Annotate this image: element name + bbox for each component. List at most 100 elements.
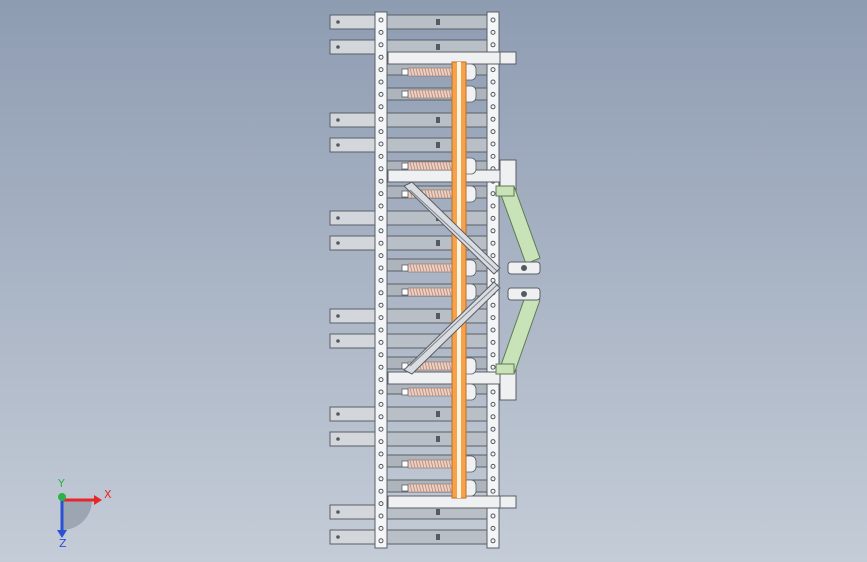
rail-hole-icon xyxy=(490,439,496,445)
spring-coil xyxy=(424,67,428,77)
rail-hole-icon xyxy=(378,203,384,209)
rail-hole-icon xyxy=(378,166,384,172)
slot-icon xyxy=(436,142,440,148)
spring-coil xyxy=(442,263,446,273)
spring-coil xyxy=(412,89,416,99)
rail-hole-icon xyxy=(490,302,496,308)
rail-hole-icon xyxy=(378,265,384,271)
bolt-hole-icon xyxy=(336,20,340,24)
rail-hole-icon xyxy=(378,29,384,35)
brace-edge xyxy=(409,189,499,273)
spring-coil xyxy=(427,263,431,273)
spring-hook-icon xyxy=(401,68,409,76)
x-axis-label: X xyxy=(104,488,112,501)
rail-hole-icon xyxy=(378,116,384,122)
rail-hole-icon xyxy=(378,525,384,531)
spring-coil xyxy=(448,67,452,77)
spring-coil xyxy=(427,459,431,469)
rail-hole-icon xyxy=(378,476,384,482)
rail-hole-icon xyxy=(378,389,384,395)
spring-coil xyxy=(433,67,437,77)
spring-coil xyxy=(433,361,437,371)
rail-hole-icon xyxy=(378,538,384,544)
spring-coil xyxy=(427,361,431,371)
spring-coil xyxy=(448,263,452,273)
spring-coil xyxy=(424,161,428,171)
rail-hole-icon xyxy=(378,42,384,48)
spring-coil xyxy=(439,161,443,171)
spring-hook-icon xyxy=(401,484,409,492)
rail-hole-icon xyxy=(490,67,496,73)
spring-coil xyxy=(439,387,443,397)
spring-coil xyxy=(409,161,413,171)
side-rail xyxy=(374,11,388,549)
spring-coil xyxy=(421,263,425,273)
rail-hole-icon xyxy=(378,240,384,246)
rail-hole-icon xyxy=(378,463,384,469)
spring-coil xyxy=(439,67,443,77)
spring-coil xyxy=(436,483,440,493)
spring-coil xyxy=(427,67,431,77)
hinge-pin-icon xyxy=(521,265,527,271)
spring-coil xyxy=(436,161,440,171)
spring-coil xyxy=(442,387,446,397)
spring-coil xyxy=(415,263,419,273)
spring-coil xyxy=(412,387,416,397)
rail-hole-icon xyxy=(490,352,496,358)
upper-green-link xyxy=(499,185,541,265)
spring-coil xyxy=(421,459,425,469)
spring-coil xyxy=(415,67,419,77)
spring-coil xyxy=(445,189,449,199)
x-arrowhead-icon xyxy=(94,495,102,505)
slot-icon xyxy=(436,313,440,319)
spring-coil xyxy=(439,459,443,469)
spring-coil xyxy=(439,483,443,493)
hinge-pin-icon xyxy=(521,291,527,297)
spring-coil xyxy=(436,263,440,273)
spring-coil xyxy=(418,263,422,273)
spring-coil xyxy=(439,361,443,371)
spring-coil xyxy=(409,89,413,99)
spring-coil xyxy=(421,287,425,297)
rail-hole-icon xyxy=(378,339,384,345)
spring-coil xyxy=(433,161,437,171)
bolt-hole-icon xyxy=(336,437,340,441)
rail-hole-icon xyxy=(490,79,496,85)
spring-coil xyxy=(439,287,443,297)
end-bracket xyxy=(499,495,517,509)
z-axis-label: Z xyxy=(59,537,67,548)
spring-coil xyxy=(412,483,416,493)
spring-coil xyxy=(409,287,413,297)
rail-hole-icon xyxy=(378,451,384,457)
spring-coil xyxy=(415,483,419,493)
spring-coil xyxy=(433,263,437,273)
spring-hook-icon xyxy=(401,190,409,198)
rail-hole-icon xyxy=(378,377,384,383)
rail-hole-icon xyxy=(378,488,384,494)
rail-hole-icon xyxy=(490,513,496,519)
spring-coil xyxy=(448,459,452,469)
rail-hole-icon xyxy=(490,327,496,333)
rail-hole-icon xyxy=(378,91,384,97)
spring-coil xyxy=(430,161,434,171)
spring-coil xyxy=(433,387,437,397)
spring-coil xyxy=(448,361,452,371)
rail-hole-icon xyxy=(490,91,496,97)
brace-edge xyxy=(409,283,499,367)
spring-coil xyxy=(427,189,431,199)
rail-hole-icon xyxy=(490,129,496,135)
spring-coil xyxy=(448,387,452,397)
slot-icon xyxy=(436,117,440,123)
rail-hole-icon xyxy=(490,463,496,469)
rail-hole-icon xyxy=(490,29,496,35)
slot-icon xyxy=(436,44,440,50)
rail-hole-icon xyxy=(490,116,496,122)
spring-coil xyxy=(445,483,449,493)
spring-coil xyxy=(415,89,419,99)
spring-coil xyxy=(436,89,440,99)
rail-hole-icon xyxy=(490,153,496,159)
rail-hole-icon xyxy=(378,153,384,159)
spring-coil xyxy=(418,67,422,77)
spring-coil xyxy=(439,89,443,99)
